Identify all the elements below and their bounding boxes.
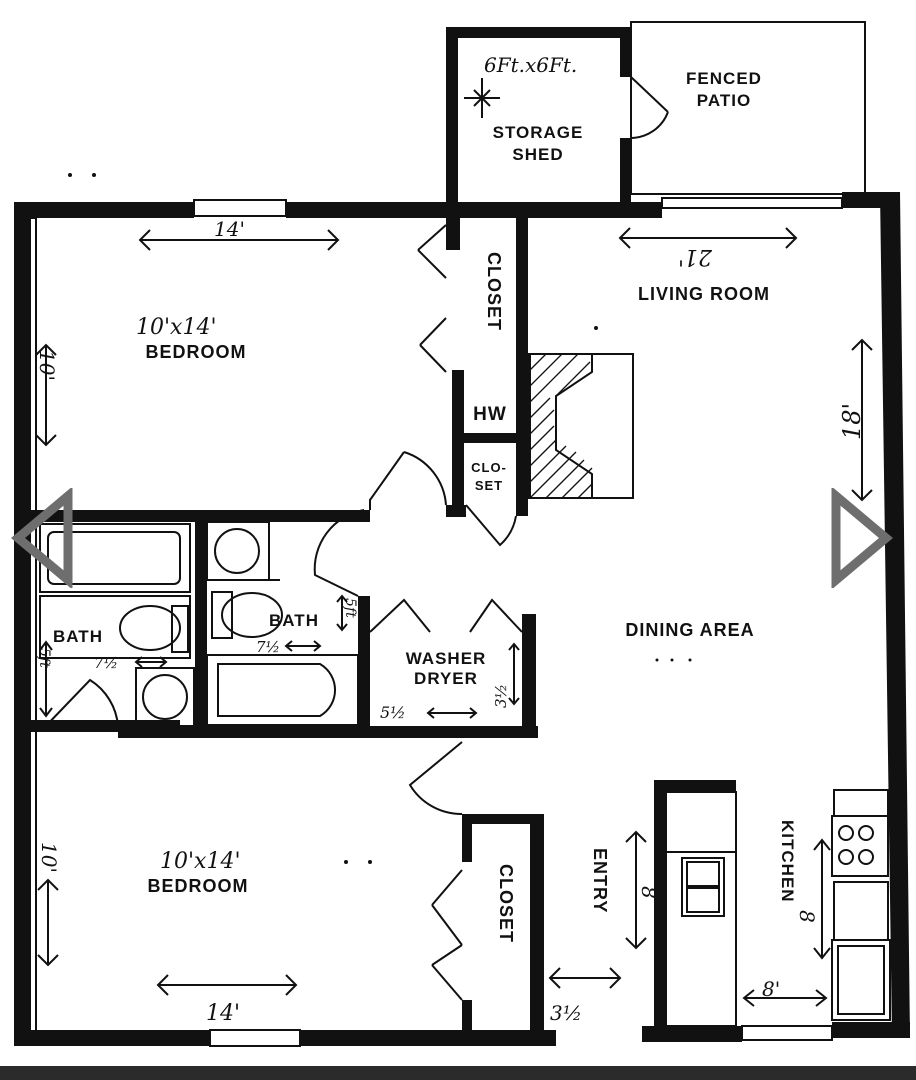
fenced-patio <box>630 21 866 195</box>
bath-left-depth-note: 5ft <box>36 648 52 668</box>
washer-dryer-label-1: WASHER <box>406 649 487 668</box>
storage-shed-label-2: SHED <box>512 145 563 164</box>
washer-width-note: 5½ <box>380 703 406 722</box>
hw-label: HW <box>473 404 507 425</box>
bottom-toolbar <box>0 1066 916 1080</box>
bath-center-depth-note: 5ft <box>342 598 358 618</box>
bath-fixtures-center <box>206 521 359 726</box>
fenced-patio-label-1: FENCED <box>686 69 762 88</box>
bed-top-depth-note: 10' <box>35 350 59 381</box>
bed-top-width-note: 14' <box>214 217 245 241</box>
chevron-right-icon <box>831 486 893 590</box>
kitchen-label: KITCHEN <box>778 820 797 903</box>
storage-shed <box>446 27 669 202</box>
shed-size-note: 6Ft.x6Ft. <box>484 53 577 77</box>
next-image-button[interactable] <box>830 486 894 590</box>
clo-set-label-1: CLO- <box>471 460 507 475</box>
kitchen-width-note: 8' <box>762 977 780 1001</box>
living-room-label: LIVING ROOM <box>638 284 770 304</box>
kitchen-length-note: 8 <box>795 910 819 923</box>
bed-bottom-size-note: 10'x14' <box>160 849 241 874</box>
interior-walls <box>30 202 737 1042</box>
fenced-patio-label-2: PATIO <box>697 91 751 110</box>
scan-specks <box>68 173 692 864</box>
bath-left-width-note: 7½ <box>94 654 118 672</box>
exterior-walls <box>14 192 910 1047</box>
washer-dryer-label-2: DRYER <box>414 669 478 688</box>
prev-image-button[interactable] <box>10 486 74 590</box>
bath-center-label: BATH <box>269 611 319 630</box>
fireplace <box>527 353 634 499</box>
entry-label: ENTRY <box>590 848 610 913</box>
bath-center-width-note: 7½ <box>256 638 280 656</box>
dining-area-label: DINING AREA <box>625 620 754 640</box>
clo-set-label-2: SET <box>475 478 503 493</box>
entry-width-note: 3½ <box>550 1001 582 1025</box>
bedroom-top-label: BEDROOM <box>146 342 247 362</box>
bed-bottom-width-note: 14' <box>206 1001 240 1026</box>
bedroom-bottom-label: BEDROOM <box>148 876 249 896</box>
living-width-note: 21' <box>678 244 713 269</box>
storage-shed-label-1: STORAGE <box>493 123 584 142</box>
compass-mark <box>464 78 500 118</box>
closet-top-label: CLOSET <box>484 252 504 331</box>
washer-depth-note: 3½ <box>492 684 510 708</box>
kitchen-appliances <box>831 789 891 1021</box>
bed-bottom-depth-note: 10' <box>37 842 61 873</box>
entry-length-note: 8 <box>637 886 661 899</box>
dimension-arrows <box>35 227 873 1007</box>
closet-bottom-label: CLOSET <box>496 864 516 943</box>
living-depth-note: 18' <box>838 403 866 440</box>
chevron-left-icon <box>11 486 73 590</box>
bath-left-label: BATH <box>53 627 103 646</box>
bed-top-size-note: 10'x14' <box>136 315 217 340</box>
